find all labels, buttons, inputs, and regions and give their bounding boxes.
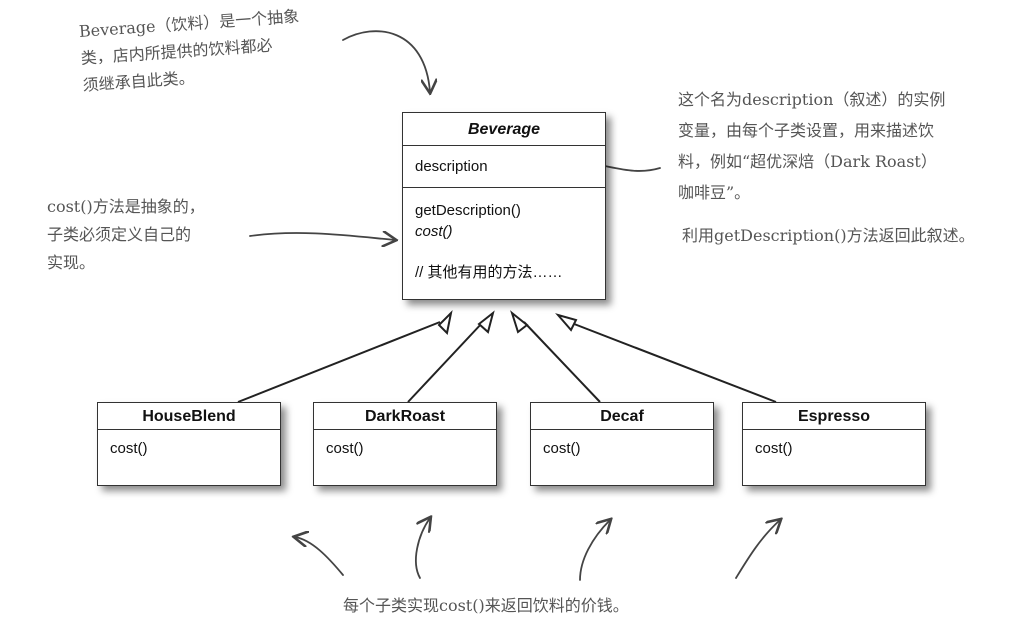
subclass-annotation: 每个子类实现cost()来返回饮料的价钱。 [343, 596, 629, 615]
houseblend-method-cost: cost() [110, 440, 148, 457]
beverage-method-getdescription: getDescription() [415, 202, 521, 219]
beverage-methods-comment: // 其他有用的方法…… [415, 264, 563, 281]
decaf-method-cost: cost() [543, 440, 581, 457]
espresso-triangle-icon [555, 313, 578, 332]
decaf-class-name: Decaf [531, 403, 713, 430]
subclass-arrow-3 [579, 520, 610, 581]
darkroast-triangle-icon [477, 310, 495, 334]
houseblend-class-box: HouseBlend cost() [97, 402, 281, 486]
beverage-annotation: Beverage（饮料）是一个抽象 类，店内所提供的饮料都必 须继承自此类。 [78, 6, 300, 95]
beverage-class-name: Beverage [403, 113, 605, 146]
subclass-arrow-1 [295, 537, 344, 576]
houseblend-triangle-icon [437, 309, 453, 336]
inheritance-arrowheads [437, 309, 578, 336]
cost-annotation: cost()方法是抽象的， 子类必须定义自己的 实现。 [47, 197, 205, 272]
decaf-class-box: Decaf cost() [530, 402, 714, 486]
decaf-inheritance-line [523, 321, 601, 403]
darkroast-inheritance-line [407, 321, 484, 403]
darkroast-class-box: DarkRoast cost() [313, 402, 497, 486]
beverage-note-arrow [342, 30, 430, 92]
espresso-inheritance-line [568, 321, 777, 403]
inheritance-lines [237, 321, 777, 403]
darkroast-method-cost: cost() [326, 440, 364, 457]
beverage-attribute: description [403, 146, 605, 188]
beverage-method-cost: cost() [415, 223, 453, 240]
houseblend-inheritance-line [237, 321, 441, 403]
houseblend-class-name: HouseBlend [98, 403, 280, 430]
description-annotation: 这个名为description（叙述）的实例 变量，由每个子类设置，用来描述饮 … [678, 90, 946, 202]
darkroast-class-name: DarkRoast [314, 403, 496, 430]
beverage-class-box: Beverage description getDescription() co… [402, 112, 606, 300]
beverage-methods: getDescription() cost() // 其他有用的方法…… [403, 188, 605, 283]
getdescription-annotation: 利用getDescription()方法返回此叙述。 [682, 226, 975, 245]
cost-note-arrow [249, 233, 395, 240]
espresso-class-box: Espresso cost() [742, 402, 926, 486]
espresso-method-cost: cost() [755, 440, 793, 457]
subclass-arrow-2 [415, 518, 430, 579]
espresso-class-name: Espresso [743, 403, 925, 430]
subclass-arrow-4 [735, 520, 780, 579]
decaf-triangle-icon [510, 310, 529, 334]
